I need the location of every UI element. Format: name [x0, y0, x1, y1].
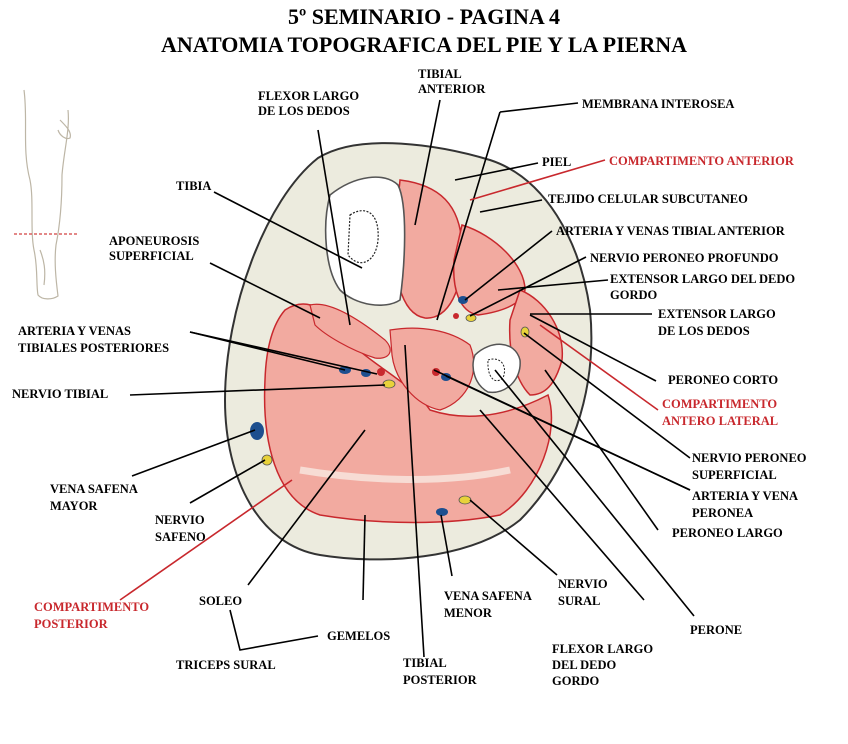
label-perone: PERONE: [690, 623, 742, 637]
deep-peroneal-nerve: [465, 314, 477, 322]
tibial-nerve: [382, 379, 396, 389]
deep-posterior-muscle: [309, 303, 391, 359]
title-line-2: ANATOMIA TOPOGRAFICA DEL PIE Y LA PIERNA: [160, 32, 688, 57]
anterior-tibial-artery: [453, 313, 459, 319]
label-soleo: SOLEO: [199, 594, 242, 608]
leg-silhouette-thumbnail: [14, 89, 78, 300]
label-compartimento-anterior: COMPARTIMENTO ANTERIOR: [609, 154, 795, 168]
saphenous-nerve: [261, 454, 273, 466]
label-peroneo-corto: PERONEO CORTO: [668, 373, 778, 387]
label-nervio-tibial: NERVIO TIBIAL: [12, 387, 108, 401]
sural-nerve: [458, 495, 472, 505]
label-arteria-tibial-anterior: ARTERIA Y VENAS TIBIAL ANTERIOR: [556, 224, 786, 238]
label-nervio-peroneo-profundo: NERVIO PERONEO PROFUNDO: [590, 251, 779, 265]
fibula-marrow: [487, 358, 505, 382]
leader-lines: [129, 99, 695, 658]
label-membrana-interosea: MEMBRANA INTEROSEA: [582, 97, 734, 111]
label-triceps-sural: TRICEPS SURAL: [176, 658, 276, 672]
small-saphenous-vein: [436, 508, 448, 516]
label-gemelos: GEMELOS: [327, 629, 390, 643]
fibula-bone: [472, 343, 521, 394]
red-leader-lines: [119, 159, 659, 601]
anterior-tibial-vessel: [458, 296, 468, 304]
great-saphenous-vein: [250, 422, 264, 440]
tibia-marrow: [347, 210, 379, 264]
soleus-band: [299, 466, 511, 483]
muscle-extensor-group: [452, 224, 526, 316]
label-peroneo-largo: PERONEO LARGO: [672, 526, 783, 540]
label-tejido-celular: TEJIDO CELULAR SUBCUTANEO: [548, 192, 748, 206]
label-tibia: TIBIA: [176, 179, 211, 193]
label-piel: PIEL: [542, 155, 571, 169]
title-line-1: 5º SEMINARIO - PAGINA 4: [287, 4, 561, 29]
posterior-tibial-artery: [377, 368, 385, 376]
tibia-bone: [324, 176, 406, 306]
